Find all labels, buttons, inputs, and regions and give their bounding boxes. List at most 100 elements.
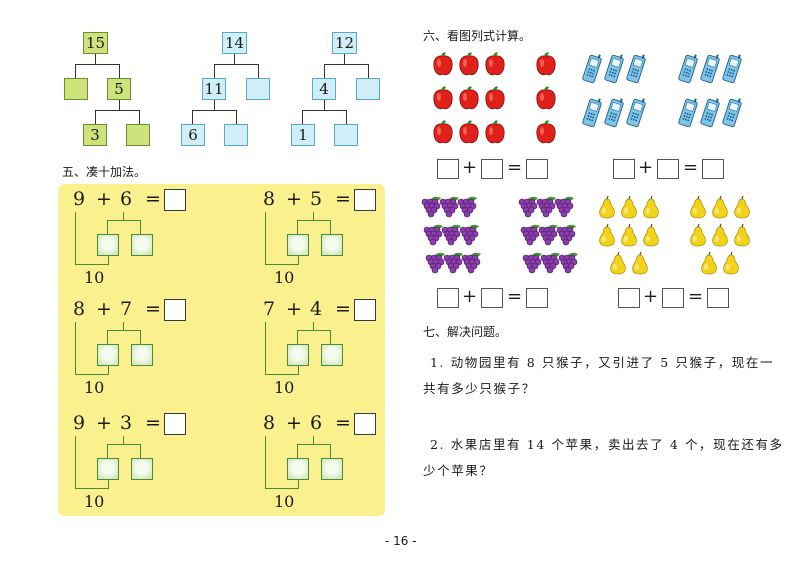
equation-box-2[interactable]	[657, 159, 679, 179]
tree-blank-box[interactable]	[334, 124, 358, 146]
addend-a: 9	[73, 412, 86, 434]
equation-box-2[interactable]	[481, 288, 503, 308]
pear-icon	[610, 251, 626, 275]
equals-sign: =	[507, 286, 523, 307]
equation-box-1[interactable]	[618, 288, 640, 308]
equals-sign: =	[145, 298, 161, 320]
split-box-left[interactable]	[97, 234, 119, 256]
tree-top-box: 14	[222, 32, 247, 54]
tree-bottom-left-box: 3	[83, 124, 107, 146]
tree-blank-box[interactable]	[356, 78, 380, 100]
equation-box-1[interactable]	[613, 159, 635, 179]
split-box-left[interactable]	[287, 344, 309, 366]
grape-bunch-icon	[461, 252, 481, 274]
red-pepper-icon	[536, 52, 556, 76]
split-box-right[interactable]	[321, 344, 343, 366]
addend-a: 9	[73, 188, 86, 210]
grape-bunch-icon	[558, 252, 578, 274]
tree-top-box: 12	[332, 32, 357, 54]
ten-label: 10	[274, 378, 295, 397]
red-pepper-icon	[433, 86, 453, 110]
addend-b: 4	[310, 298, 323, 320]
addend-a: 8	[263, 188, 276, 210]
plus-sign: +	[96, 412, 112, 434]
split-box-right[interactable]	[321, 458, 343, 480]
split-box-right[interactable]	[321, 234, 343, 256]
plus-sign: +	[286, 188, 302, 210]
answer-box[interactable]	[164, 413, 186, 435]
equation-box-1[interactable]	[437, 288, 459, 308]
plus-sign: +	[96, 298, 112, 320]
red-pepper-icon	[459, 120, 479, 144]
grape-bunch-icon	[536, 196, 556, 218]
tree-blank-box[interactable]	[224, 124, 248, 146]
mobile-phone-icon	[722, 98, 742, 128]
pear-icon	[599, 195, 615, 219]
answer-box[interactable]	[164, 189, 186, 211]
grape-bunch-icon	[423, 224, 443, 246]
pear-icon	[690, 195, 706, 219]
mobile-phone-icon	[678, 54, 698, 84]
tree-mid-number: 4	[319, 80, 329, 98]
ten-label: 10	[84, 378, 105, 397]
ten-label: 10	[84, 268, 105, 287]
tree-blank-box[interactable]	[246, 78, 270, 100]
answer-box[interactable]	[354, 413, 376, 435]
answer-box[interactable]	[354, 189, 376, 211]
addend-a: 8	[263, 412, 276, 434]
tree-bottom-number: 6	[188, 126, 198, 144]
split-box-right[interactable]	[131, 234, 153, 256]
ten-label: 10	[84, 492, 105, 511]
equation-box-2[interactable]	[662, 288, 684, 308]
answer-box[interactable]	[164, 299, 186, 321]
tree-top-number: 15	[85, 34, 106, 52]
tree-bottom-left-box: 1	[291, 124, 315, 146]
grape-bunch-icon	[439, 196, 459, 218]
tree-top-number: 14	[224, 34, 245, 52]
equation-box-2[interactable]	[481, 159, 503, 179]
tree-top-box: 15	[83, 32, 108, 54]
tree-blank-box[interactable]	[126, 124, 150, 146]
equation-box-1[interactable]	[437, 159, 459, 179]
grape-bunch-icon	[443, 252, 463, 274]
section-6-title: 六、看图列式计算。	[423, 29, 532, 43]
equation-answer-box[interactable]	[702, 159, 724, 179]
grape-bunch-icon	[520, 224, 540, 246]
pear-icon	[712, 223, 728, 247]
red-pepper-icon	[485, 52, 505, 76]
addend-b: 5	[310, 188, 323, 210]
mobile-phone-icon	[700, 54, 720, 84]
equation-answer-box[interactable]	[526, 288, 548, 308]
equals-sign: =	[688, 286, 704, 307]
split-box-left[interactable]	[287, 458, 309, 480]
red-pepper-icon	[536, 86, 556, 110]
mobile-phone-icon	[700, 98, 720, 128]
grape-bunch-icon	[421, 196, 441, 218]
split-box-right[interactable]	[131, 344, 153, 366]
pear-icon	[643, 223, 659, 247]
equals-sign: =	[507, 157, 523, 178]
split-box-left[interactable]	[97, 344, 119, 366]
tree-blank-box[interactable]	[64, 78, 88, 100]
split-box-left[interactable]	[287, 234, 309, 256]
pear-icon	[621, 195, 637, 219]
addend-b: 3	[120, 412, 133, 434]
equation-answer-box[interactable]	[526, 159, 548, 179]
equals-sign: =	[335, 298, 351, 320]
mobile-phone-icon	[582, 54, 602, 84]
pear-icon	[643, 195, 659, 219]
answer-box[interactable]	[354, 299, 376, 321]
grape-bunch-icon	[522, 252, 542, 274]
pear-icon	[690, 223, 706, 247]
split-box-right[interactable]	[131, 458, 153, 480]
red-pepper-icon	[485, 86, 505, 110]
equals-sign: =	[335, 412, 351, 434]
question-1-line-1: 1. 动物园里有 8 只猴子，又引进了 5 只猴子，现在一	[430, 355, 775, 370]
grape-bunch-icon	[457, 196, 477, 218]
pear-icon	[701, 251, 717, 275]
tree-mid-number: 5	[114, 80, 124, 98]
equation-answer-box[interactable]	[707, 288, 729, 308]
plus-sign: +	[643, 286, 659, 307]
pear-icon	[723, 251, 739, 275]
split-box-left[interactable]	[97, 458, 119, 480]
